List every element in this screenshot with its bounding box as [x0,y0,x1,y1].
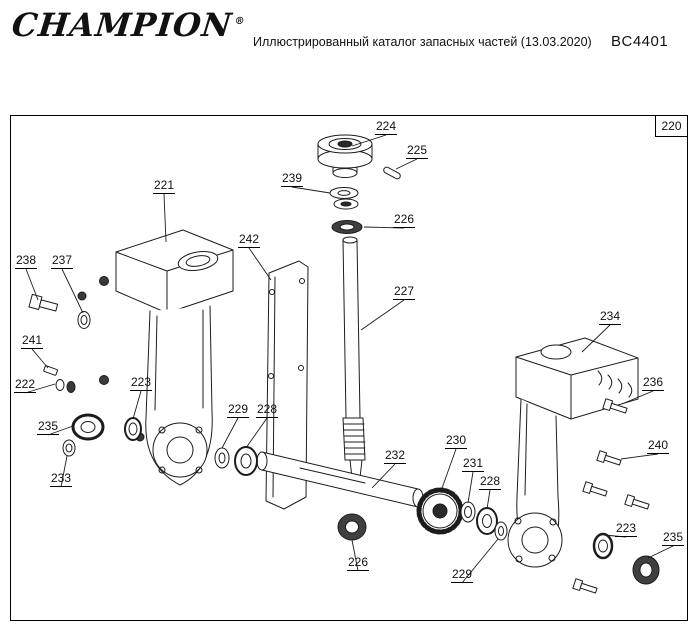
callout-224: 224 [375,119,398,135]
leader-line-236 [621,390,654,405]
leader-line-229 [461,538,499,584]
part-gear [416,487,464,535]
leader-line-224 [351,134,387,147]
callout-221: 221 [153,178,176,194]
callout-240: 240 [647,438,670,454]
callout-242: 242 [238,232,261,248]
callout-239: 239 [281,171,304,187]
part-pulley [317,134,373,178]
part-seal-235-left [71,413,105,441]
part-washer-237 [77,311,91,329]
callout-227: 227 [393,284,416,300]
callout-223: 223 [130,375,153,391]
callout-231: 231 [462,456,485,472]
leader-line-222 [24,383,56,394]
part-vertical-shaft [342,236,366,479]
leader-line-242 [248,247,272,281]
part-ring-229-right [494,521,508,541]
leader-line-237 [61,268,84,314]
leader-line-226 [351,539,359,572]
callout-223: 223 [615,521,638,537]
leader-line-230 [440,448,457,492]
leader-line-240 [620,453,659,460]
part-pin [383,166,401,180]
callout-226: 226 [347,555,370,571]
callout-228: 228 [479,474,502,490]
part-washer-stack [329,187,359,210]
part-bearing-top [331,220,363,234]
leader-line-235 [47,425,74,436]
part-seal-235-right [632,555,660,585]
leader-line-231 [467,471,474,504]
callout-235: 235 [662,530,685,546]
part-bolt-236 [602,398,628,414]
part-washers-222 [55,379,76,393]
model-number: BC4401 [611,33,669,50]
part-bolt-238 [28,293,59,312]
catalog-subtitle: Иллюстрированный каталог запасных частей… [253,35,592,49]
callout-225: 225 [406,143,429,159]
part-seal-223-right [592,532,614,560]
sheet-number: 220 [661,119,682,133]
leader-line-238 [25,268,39,301]
part-bolts-240 [572,450,650,594]
leader-line-225 [395,158,418,170]
callout-237: 237 [51,253,74,269]
callout-229: 229 [451,567,474,583]
callout-226: 226 [393,212,416,228]
part-right-housing [507,337,639,568]
callout-222: 222 [14,377,37,393]
callout-232: 232 [384,448,407,464]
callout-230: 230 [445,433,468,449]
callout-241: 241 [21,333,44,349]
part-bearing-bottom [337,513,367,541]
leader-line-234 [581,324,611,353]
sheet-number-box: 220 [655,116,687,137]
callout-233: 233 [50,471,73,487]
leader-line-229 [221,417,239,449]
leader-line-223 [132,390,142,420]
part-ring-229-left [214,447,230,469]
leader-line-221 [163,193,167,243]
callout-228: 228 [256,402,279,418]
leader-line-233 [60,455,68,488]
callout-238: 238 [15,253,38,269]
part-left-housing [115,229,234,486]
leader-line-235 [647,545,674,559]
leader-line-228 [245,417,268,449]
leader-line-227 [360,299,405,331]
part-washer-233 [62,439,76,457]
part-washer-231 [460,501,476,523]
part-bolt-241 [43,365,58,376]
leader-line-241 [31,348,49,369]
callout-229: 229 [227,402,250,418]
callout-235: 235 [37,419,60,435]
leader-line-228 [486,489,491,510]
part-bearing-228-left [234,446,258,476]
callout-234: 234 [599,309,622,325]
leader-line-239 [291,186,331,194]
callout-236: 236 [642,375,665,391]
leader-line-232 [371,463,396,489]
